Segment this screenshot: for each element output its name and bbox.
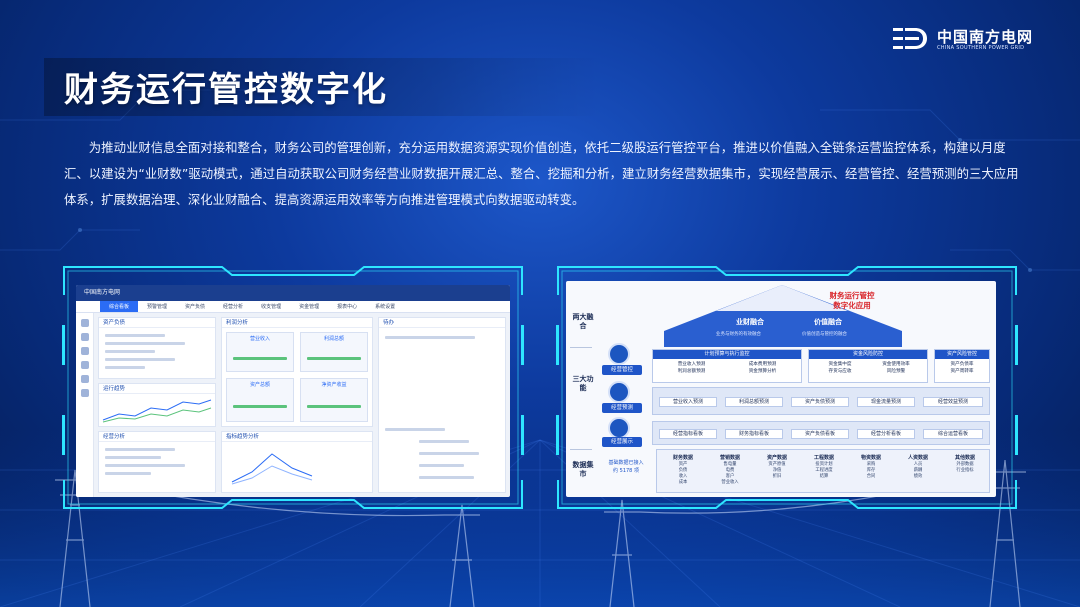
function-tag-forecast: 经营预测 <box>602 403 642 413</box>
function-tag-control: 经营管控 <box>602 365 642 375</box>
sidebar-list-icon[interactable] <box>80 347 89 355</box>
intro-paragraph: 为推动业财信息全面对接和整合，财务公司的管理创新，充分运用数据资源实现价值创造，… <box>64 140 1019 207</box>
display-cell: 经营分析看板 <box>857 429 915 439</box>
forecast-cell: 营业收入预测 <box>659 397 717 407</box>
forecast-cell: 利润总额预测 <box>725 397 783 407</box>
architecture-diagram: 财务运行管控 数字化应用 业财融合 业务与财务的有效融合 价值融合 价值创造与管… <box>566 281 996 497</box>
tech-frame-right <box>556 266 1018 509</box>
tab-assets[interactable]: 资产负债 <box>185 304 206 310</box>
tab-funds[interactable]: 资金管理 <box>299 304 320 310</box>
fusion-1-sub: 业务与财务的有效融合 <box>716 332 761 337</box>
sidebar-home-icon[interactable] <box>80 319 89 327</box>
display-strip: 经营指标看板 财务指标看板 资产负债看板 经营分析看板 综合运营看板 <box>652 421 990 445</box>
title-band <box>44 58 604 116</box>
dashboard-app-name: 中国南方电网 <box>84 289 121 296</box>
tab-overview[interactable]: 综合看板 <box>100 301 139 312</box>
group-funds-risk: 资金风险防控 资金集中度 资金使用效率 存货与应收 风险预警 <box>808 349 928 383</box>
fusion-2-title: 价值融合 <box>814 318 842 326</box>
tab-settings[interactable]: 系统设置 <box>375 304 396 310</box>
datamart-col: 其他数据 外部数据 行业指标 <box>954 455 975 473</box>
csg-logo-icon <box>893 28 927 49</box>
card-assets: 资产负债 <box>98 317 216 379</box>
trend-chart <box>102 399 212 423</box>
group-asset-risk: 资产风险管控 资产负债率 资产周转率 <box>934 349 990 383</box>
card-title: 利润分析 <box>222 318 372 328</box>
datamart-col: 营销数据 售电量 电费 客户 营业收入 <box>719 455 740 485</box>
fusion-2-sub: 价值创造与管控的融合 <box>802 332 847 337</box>
dashboard-nav: 综合看板 预警管理 资产负债 经营分析 收支管理 资金管理 报表中心 系统设置 <box>76 301 510 313</box>
dashboard-screen: 中国南方电网 综合看板 预警管理 资产负债 经营分析 收支管理 资金管理 报表中… <box>76 285 510 497</box>
card-title: 待办 <box>379 318 505 328</box>
globe-icon <box>608 381 630 403</box>
card-indicator-trend: 指标趋势分析 <box>221 431 373 493</box>
tab-reports[interactable]: 报表中心 <box>337 304 358 310</box>
group-budget: 计划预算与执行监控 营业收入预测 成本费用预测 利润总额预测 资金预算分析 <box>652 349 802 383</box>
datamart-col: 资产数据 资产原值 净值 折旧 <box>766 455 787 479</box>
tab-income[interactable]: 收支管理 <box>261 304 282 310</box>
sidebar-wallet-icon[interactable] <box>80 361 89 369</box>
display-cell: 资产负债看板 <box>791 429 849 439</box>
display-cell: 财务指标看板 <box>725 429 783 439</box>
tab-analysis[interactable]: 经营分析 <box>223 304 244 310</box>
kpi-box[interactable]: 营业收入 <box>226 332 294 372</box>
kpi-box[interactable]: 资产总额 <box>226 378 294 422</box>
fusion-1-title: 业财融合 <box>736 318 764 326</box>
indicator-chart <box>231 453 313 485</box>
tab-alerts[interactable]: 预警管理 <box>147 304 168 310</box>
card-title: 运行趋势 <box>99 384 215 394</box>
display-cell: 经营指标看板 <box>659 429 717 439</box>
company-logo: 中国南方电网 CHINA SOUTHERN POWER GRID <box>893 24 1053 54</box>
roof-title-1: 财务运行管控 <box>829 291 875 300</box>
card-analysis: 经营分析 <box>98 431 216 493</box>
display-cell: 综合运营看板 <box>923 429 983 439</box>
tech-frame-left <box>62 266 524 509</box>
sidebar-report-icon[interactable] <box>80 375 89 383</box>
forecast-cell: 资产负债预测 <box>791 397 849 407</box>
datamart-col: 人资数据 人员 薪酬 绩效 <box>907 455 928 479</box>
architecture-frame: 财务运行管控 数字化应用 业财融合 业务与财务的有效融合 价值融合 价值创造与管… <box>556 265 1018 510</box>
car-icon <box>608 417 630 439</box>
kpi-box[interactable]: 利润总额 <box>300 332 368 372</box>
layer-label-datamart: 数据集市 <box>572 461 594 478</box>
datamart-col: 工程数据 投资计划 工程进度 结算 <box>813 455 834 479</box>
datamart-strip: 财务数据 资产 负债 收入 成本 营销数据 售电量 电费 客户 营业收入 资产数… <box>656 449 990 493</box>
sidebar-chart-icon[interactable] <box>80 333 89 341</box>
roof-title-2: 数字化应用 <box>833 301 871 310</box>
card-todo: 待办 <box>378 317 506 493</box>
logo-text-cn: 中国南方电网 <box>937 28 1034 46</box>
card-trend: 运行趋势 <box>98 383 216 427</box>
forecast-strip: 营业收入预测 利润总额预测 资产负债预测 现金流量预测 经营效益预测 <box>652 387 990 415</box>
dashboard-sidebar <box>76 313 94 497</box>
forecast-cell: 经营效益预测 <box>923 397 983 407</box>
roof-shape <box>664 285 902 347</box>
dashboard-header: 中国南方电网 <box>76 285 510 301</box>
forecast-cell: 现金流量预测 <box>857 397 915 407</box>
datamart-caption-box: 基础数据已接入 约 5178 项 <box>598 459 654 475</box>
card-title: 指标趋势分析 <box>222 432 372 442</box>
card-title: 经营分析 <box>99 432 215 442</box>
datamart-col: 物资数据 采购 库存 合同 <box>860 455 881 479</box>
datamart-caption: 基础数据已接入 <box>608 460 644 466</box>
sidebar-gear-icon[interactable] <box>80 389 89 397</box>
kpi-box[interactable]: 净资产收益 <box>300 378 368 422</box>
function-tag-display: 经营展示 <box>602 437 642 447</box>
dashboard-frame: 中国南方电网 综合看板 预警管理 资产负债 经营分析 收支管理 资金管理 报表中… <box>62 265 524 510</box>
layer-label-function: 三大功能 <box>572 375 594 392</box>
datamart-col: 财务数据 资产 负债 收入 成本 <box>672 455 693 485</box>
card-title: 资产负债 <box>99 318 215 328</box>
layer-label-fusion: 两大融合 <box>572 313 594 330</box>
logo-text-en: CHINA SOUTHERN POWER GRID <box>937 45 1025 51</box>
gear-icon <box>608 343 630 365</box>
datamart-count: 约 5178 项 <box>613 468 639 474</box>
card-profit: 利润分析 营业收入 利润总额 资产总额 净资产收益 <box>221 317 373 427</box>
page-title: 财务运行管控数字化 <box>64 70 388 110</box>
